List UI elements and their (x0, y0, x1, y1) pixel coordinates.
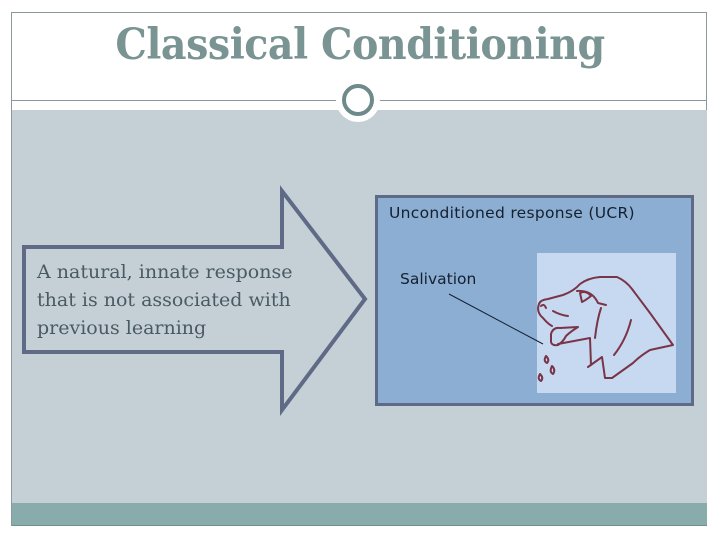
dog-salivating-icon (537, 276, 674, 382)
arrow-text-line: that is not associated with (37, 289, 291, 311)
leader-line (448, 293, 544, 345)
arrow-text-line: A natural, innate response (37, 261, 293, 283)
arrow-text-line: previous learning (37, 317, 207, 339)
right-arrow-icon (22, 185, 368, 417)
footer-bar (12, 503, 707, 526)
ucr-heading: Unconditioned response (UCR) (389, 204, 635, 222)
arrow-text: A natural, innate response that is not a… (37, 258, 327, 342)
salivation-label: Salivation (400, 270, 477, 288)
circle-ornament-icon (336, 78, 380, 122)
ring-icon (342, 84, 374, 116)
slide-title: Classical Conditioning (115, 20, 605, 70)
